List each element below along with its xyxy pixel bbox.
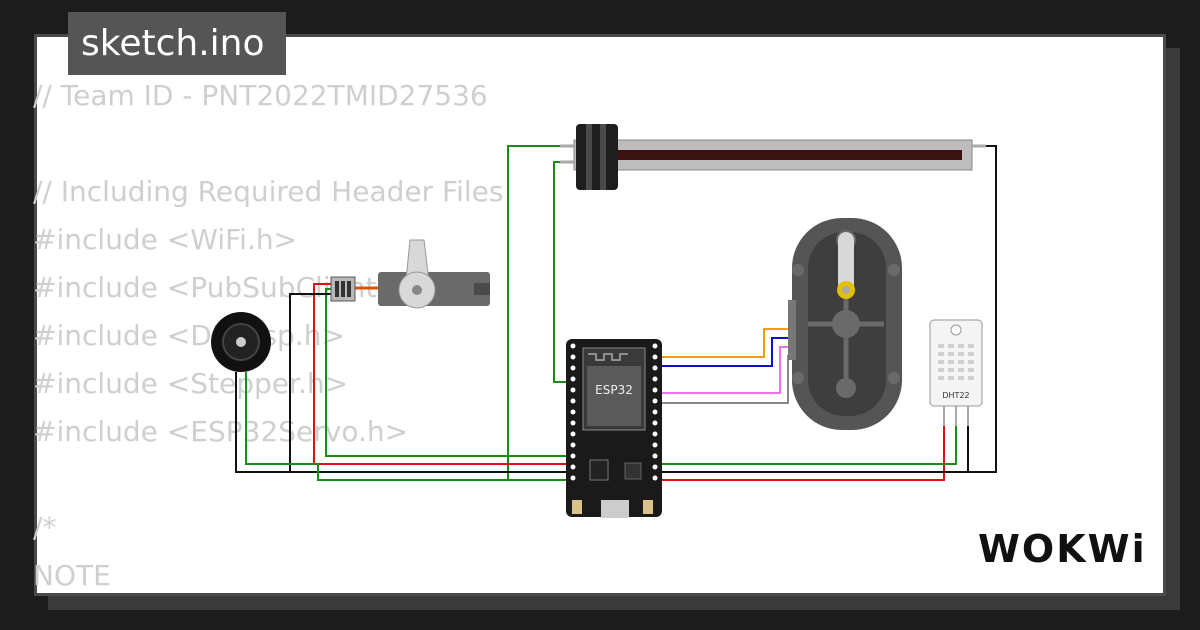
wire-servo-green[interactable] [325,288,572,457]
file-tab[interactable]: sketch.ino [68,12,286,75]
file-tab-label: sketch.ino [81,23,265,64]
esp32-board-icon[interactable]: ESP32 [566,339,662,518]
wire-servo-black[interactable] [289,293,572,473]
code-line: NOTE [33,559,111,592]
code-line: #include <ESP32Servo.h> [33,415,409,448]
wire-dht-black[interactable] [940,425,969,473]
wire-stepper-orange[interactable] [657,328,794,358]
dht22-sensor-icon[interactable]: DHT22 [929,319,983,426]
wire-pot-black[interactable] [660,145,997,473]
code-line: // Team ID - PNT2022TMID27536 [33,79,488,112]
wire-stepper-pink[interactable] [657,346,794,394]
buzzer-icon[interactable] [211,312,271,372]
wire-servo-red[interactable] [313,283,572,465]
code-line: #include <WiFi.h> [33,223,298,256]
wire-stepper-blue[interactable] [657,337,794,367]
slide-potentiometer-icon[interactable] [560,124,986,190]
code-line: /* [33,511,57,544]
wire-stepper-gray[interactable] [657,355,794,404]
wire-dht-green[interactable] [657,425,957,465]
esp32-pins-right [652,343,658,481]
wire-dht-red[interactable] [657,425,945,481]
servo-icon[interactable] [330,239,490,309]
stepper-motor-icon[interactable] [788,218,902,430]
esp32-label: ESP32 [595,383,633,397]
wire-buzzer-black[interactable] [235,372,300,473]
wire-buzzer-green[interactable] [245,372,572,481]
wire-pot-green-2[interactable] [553,161,574,383]
esp32-pins-left [570,343,576,481]
dht22-label: DHT22 [942,391,969,400]
wire-pot-green-1[interactable] [507,145,572,481]
code-line: #include <Stepper.h> [33,367,349,400]
wires [235,145,997,481]
code-line: // Including Required Header Files [33,175,504,208]
wokwi-logo: WOKWi [978,527,1147,571]
